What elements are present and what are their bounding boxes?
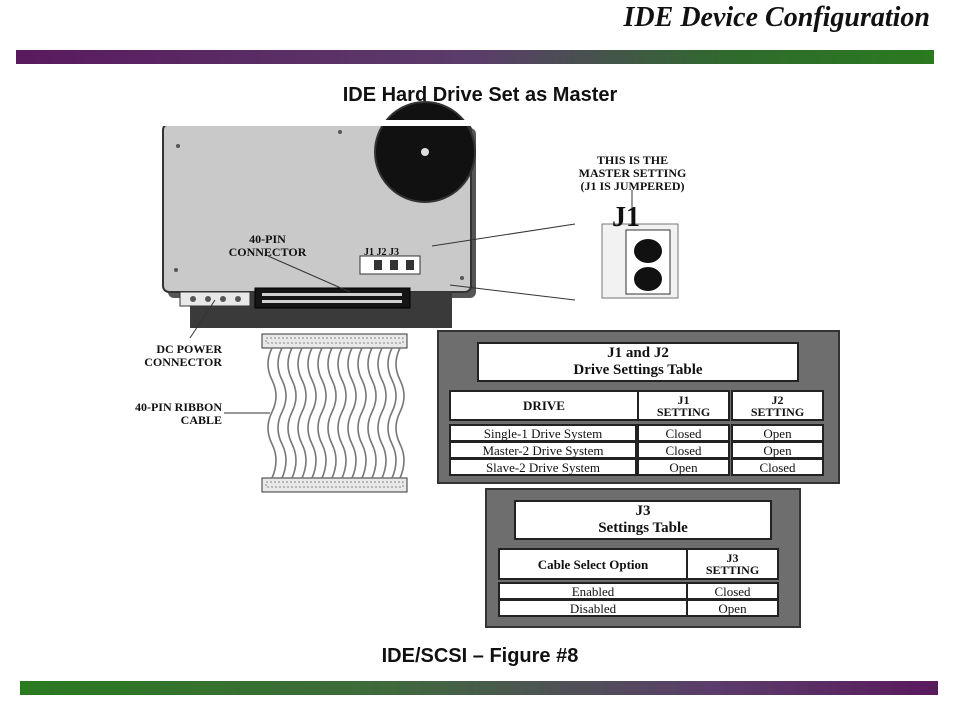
table-cell-j3: Closed: [686, 582, 779, 600]
table-title-line: Settings Table: [598, 520, 688, 536]
drive-settings-table-title: J1 and J2 Drive Settings Table: [477, 342, 799, 382]
dc-power-plug: [179, 291, 251, 307]
dc-power-label-line: DC POWER: [156, 342, 222, 356]
figure-caption: IDE/SCSI – Figure #8: [381, 645, 579, 667]
table-cell-j2: Closed: [731, 458, 824, 476]
header-line: SETTING: [750, 404, 805, 419]
table-cell-j3: Open: [686, 599, 779, 617]
table-title-line: Drive Settings Table: [573, 362, 703, 378]
table-cell-drive: Single-1 Drive System: [449, 424, 637, 442]
j1-label: J1: [612, 202, 640, 233]
table-cell-j1: Closed: [637, 441, 730, 459]
j3-settings-table-title: J3 Settings Table: [514, 500, 772, 540]
table-cell-drive: Master-2 Drive System: [449, 441, 637, 459]
master-setting-note: THIS IS THE MASTER SETTING (J1 IS JUMPER…: [545, 154, 720, 193]
connector-label-line: 40-PIN: [249, 232, 286, 246]
column-header-j1: J1 SETTING: [637, 390, 730, 421]
jumper-block: [359, 255, 421, 275]
drive-body: [162, 101, 476, 298]
table-title-line: J3: [635, 503, 651, 519]
column-header-j3: J3 SETTING: [686, 548, 779, 580]
connector-label: 40-PIN CONNECTOR: [205, 233, 330, 259]
dc-power-label: DC POWER CONNECTOR: [90, 343, 222, 369]
header-line: SETTING: [705, 563, 760, 577]
diagram-subtitle: IDE Hard Drive Set as Master: [342, 84, 618, 106]
table-cell-j2: Open: [731, 424, 824, 442]
master-note-line: THIS IS THE: [596, 153, 669, 167]
bottom-divider-bar: [20, 681, 938, 695]
table-title-line: J1 and J2: [607, 345, 669, 361]
table-cell-drive: Slave-2 Drive System: [449, 458, 637, 476]
ribbon-cable-label: 40-PIN RIBBON CABLE: [90, 401, 222, 427]
table-cell-option: Disabled: [498, 599, 688, 617]
column-header-j2: J2 SETTING: [731, 390, 824, 421]
table-cell-j2: Open: [731, 441, 824, 459]
header-line: J3: [726, 551, 739, 565]
header-line: J1: [677, 392, 690, 407]
ribbon-label-line: 40-PIN RIBBON: [134, 400, 222, 414]
dc-power-label-line: CONNECTOR: [144, 355, 222, 369]
connector-assembly: [179, 287, 452, 328]
jumper-block-label: J1 J2 J3: [364, 247, 399, 258]
master-note-line: (J1 IS JUMPERED): [580, 179, 685, 193]
table-cell-j1: Closed: [637, 424, 730, 442]
column-header-cable-select: Cable Select Option: [498, 548, 688, 580]
table-cell-j1: Open: [637, 458, 730, 476]
header-line: SETTING: [656, 404, 711, 419]
ribbon-cable: [261, 333, 408, 493]
leader-lines: [189, 190, 633, 414]
top-divider-bar: [16, 50, 934, 64]
slide-title: IDE Device Configuration: [623, 2, 930, 33]
table-cell-option: Enabled: [498, 582, 688, 600]
column-header-drive: DRIVE: [449, 390, 639, 421]
j1-jumper-detail: [601, 223, 679, 299]
header-line: J2: [771, 392, 784, 407]
connector-label-line: CONNECTOR: [228, 245, 307, 259]
master-note-line: MASTER SETTING: [578, 166, 687, 180]
ribbon-label-line: CABLE: [180, 413, 222, 427]
